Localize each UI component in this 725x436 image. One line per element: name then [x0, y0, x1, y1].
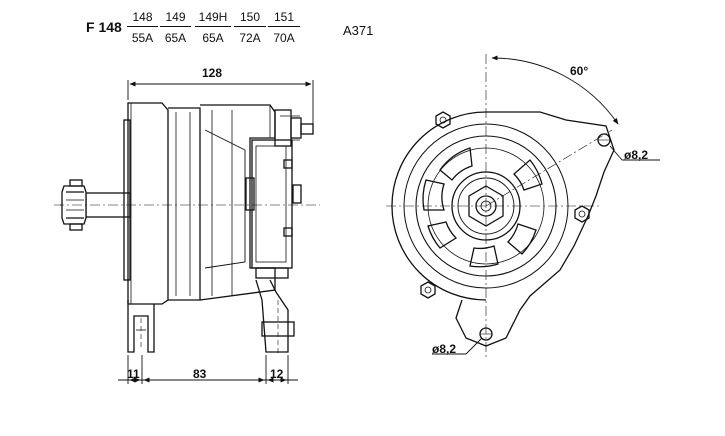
- variant-type: 149: [160, 10, 191, 27]
- variant-current: 72A: [239, 31, 261, 45]
- drawing-code: A371: [343, 23, 374, 38]
- variant-type: 148: [127, 10, 158, 27]
- variant-148: 148 55A: [127, 10, 158, 45]
- variant-149: 149 65A: [160, 10, 191, 45]
- variant-type: 150: [234, 10, 266, 27]
- side-view-alternator: [54, 102, 320, 356]
- side-dimensions: [118, 80, 314, 384]
- dim-mount-right: 12: [270, 367, 284, 381]
- rear-housing: [199, 104, 276, 301]
- variant-current: 55A: [131, 31, 154, 45]
- variant-149h: 149H 65A: [195, 10, 231, 45]
- model-name: F 148: [86, 19, 122, 35]
- front-dimensions: [432, 55, 660, 355]
- dim-mount-spacing: 83: [193, 367, 207, 381]
- dim-overall-length: 128: [202, 66, 223, 80]
- variant-150: 150 72A: [234, 10, 266, 45]
- variant-151: 151 70A: [268, 10, 300, 45]
- lower-hole-diameter: ø8,2: [432, 342, 457, 356]
- variant-current: 70A: [273, 31, 295, 45]
- front-view-alternator: [386, 54, 615, 360]
- front-mounting-foot: [127, 300, 155, 353]
- housing-bolts: [420, 111, 590, 299]
- rear-mounting-foot: [255, 279, 295, 356]
- variant-current: 65A: [164, 31, 187, 45]
- variant-type: 149H: [195, 10, 231, 27]
- variant-current: 65A: [202, 31, 224, 45]
- terminal-studs: [274, 109, 314, 147]
- regulator-block: [245, 139, 302, 279]
- angle-label: 60°: [570, 64, 589, 78]
- front-housing: [123, 102, 201, 305]
- variant-type: 151: [268, 10, 300, 27]
- upper-hole-diameter: ø8,2: [624, 148, 649, 162]
- dim-mount-left: 11: [127, 367, 140, 381]
